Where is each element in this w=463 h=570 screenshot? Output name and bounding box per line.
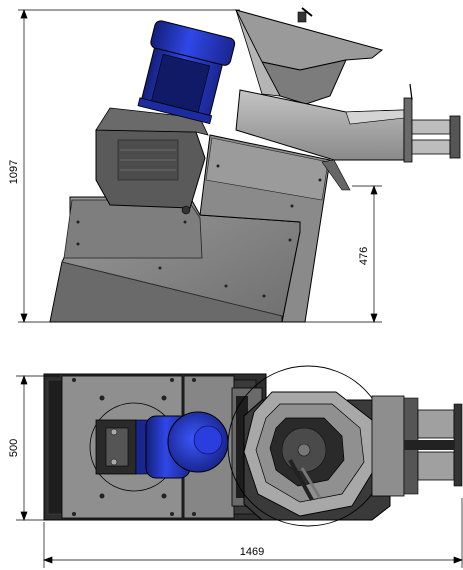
crusher-chamber-top xyxy=(227,365,391,527)
inlet-hopper xyxy=(235,7,384,105)
dimension-overall-height xyxy=(18,9,300,323)
dim-label-outlet-height: 476 xyxy=(358,247,370,265)
housing-bolts xyxy=(76,164,322,298)
top-view: 500 1469 xyxy=(8,365,463,568)
motor-top xyxy=(145,411,229,479)
dim-label-overall-height: 1097 xyxy=(8,160,20,184)
outlet-top xyxy=(371,395,463,497)
dim-label-length: 1469 xyxy=(240,546,264,558)
dim-label-width: 500 xyxy=(8,439,20,457)
dimension-length xyxy=(43,498,463,568)
crusher-housing-face xyxy=(205,137,329,201)
side-view: 1097 476 xyxy=(8,7,461,323)
outlet-chute xyxy=(235,83,461,191)
frame-bolts xyxy=(72,378,196,516)
dimension-outlet-height xyxy=(300,185,382,323)
front-panel xyxy=(63,199,203,259)
motor-side xyxy=(137,20,236,125)
dimension-width xyxy=(16,375,60,521)
gearbox xyxy=(95,107,209,215)
